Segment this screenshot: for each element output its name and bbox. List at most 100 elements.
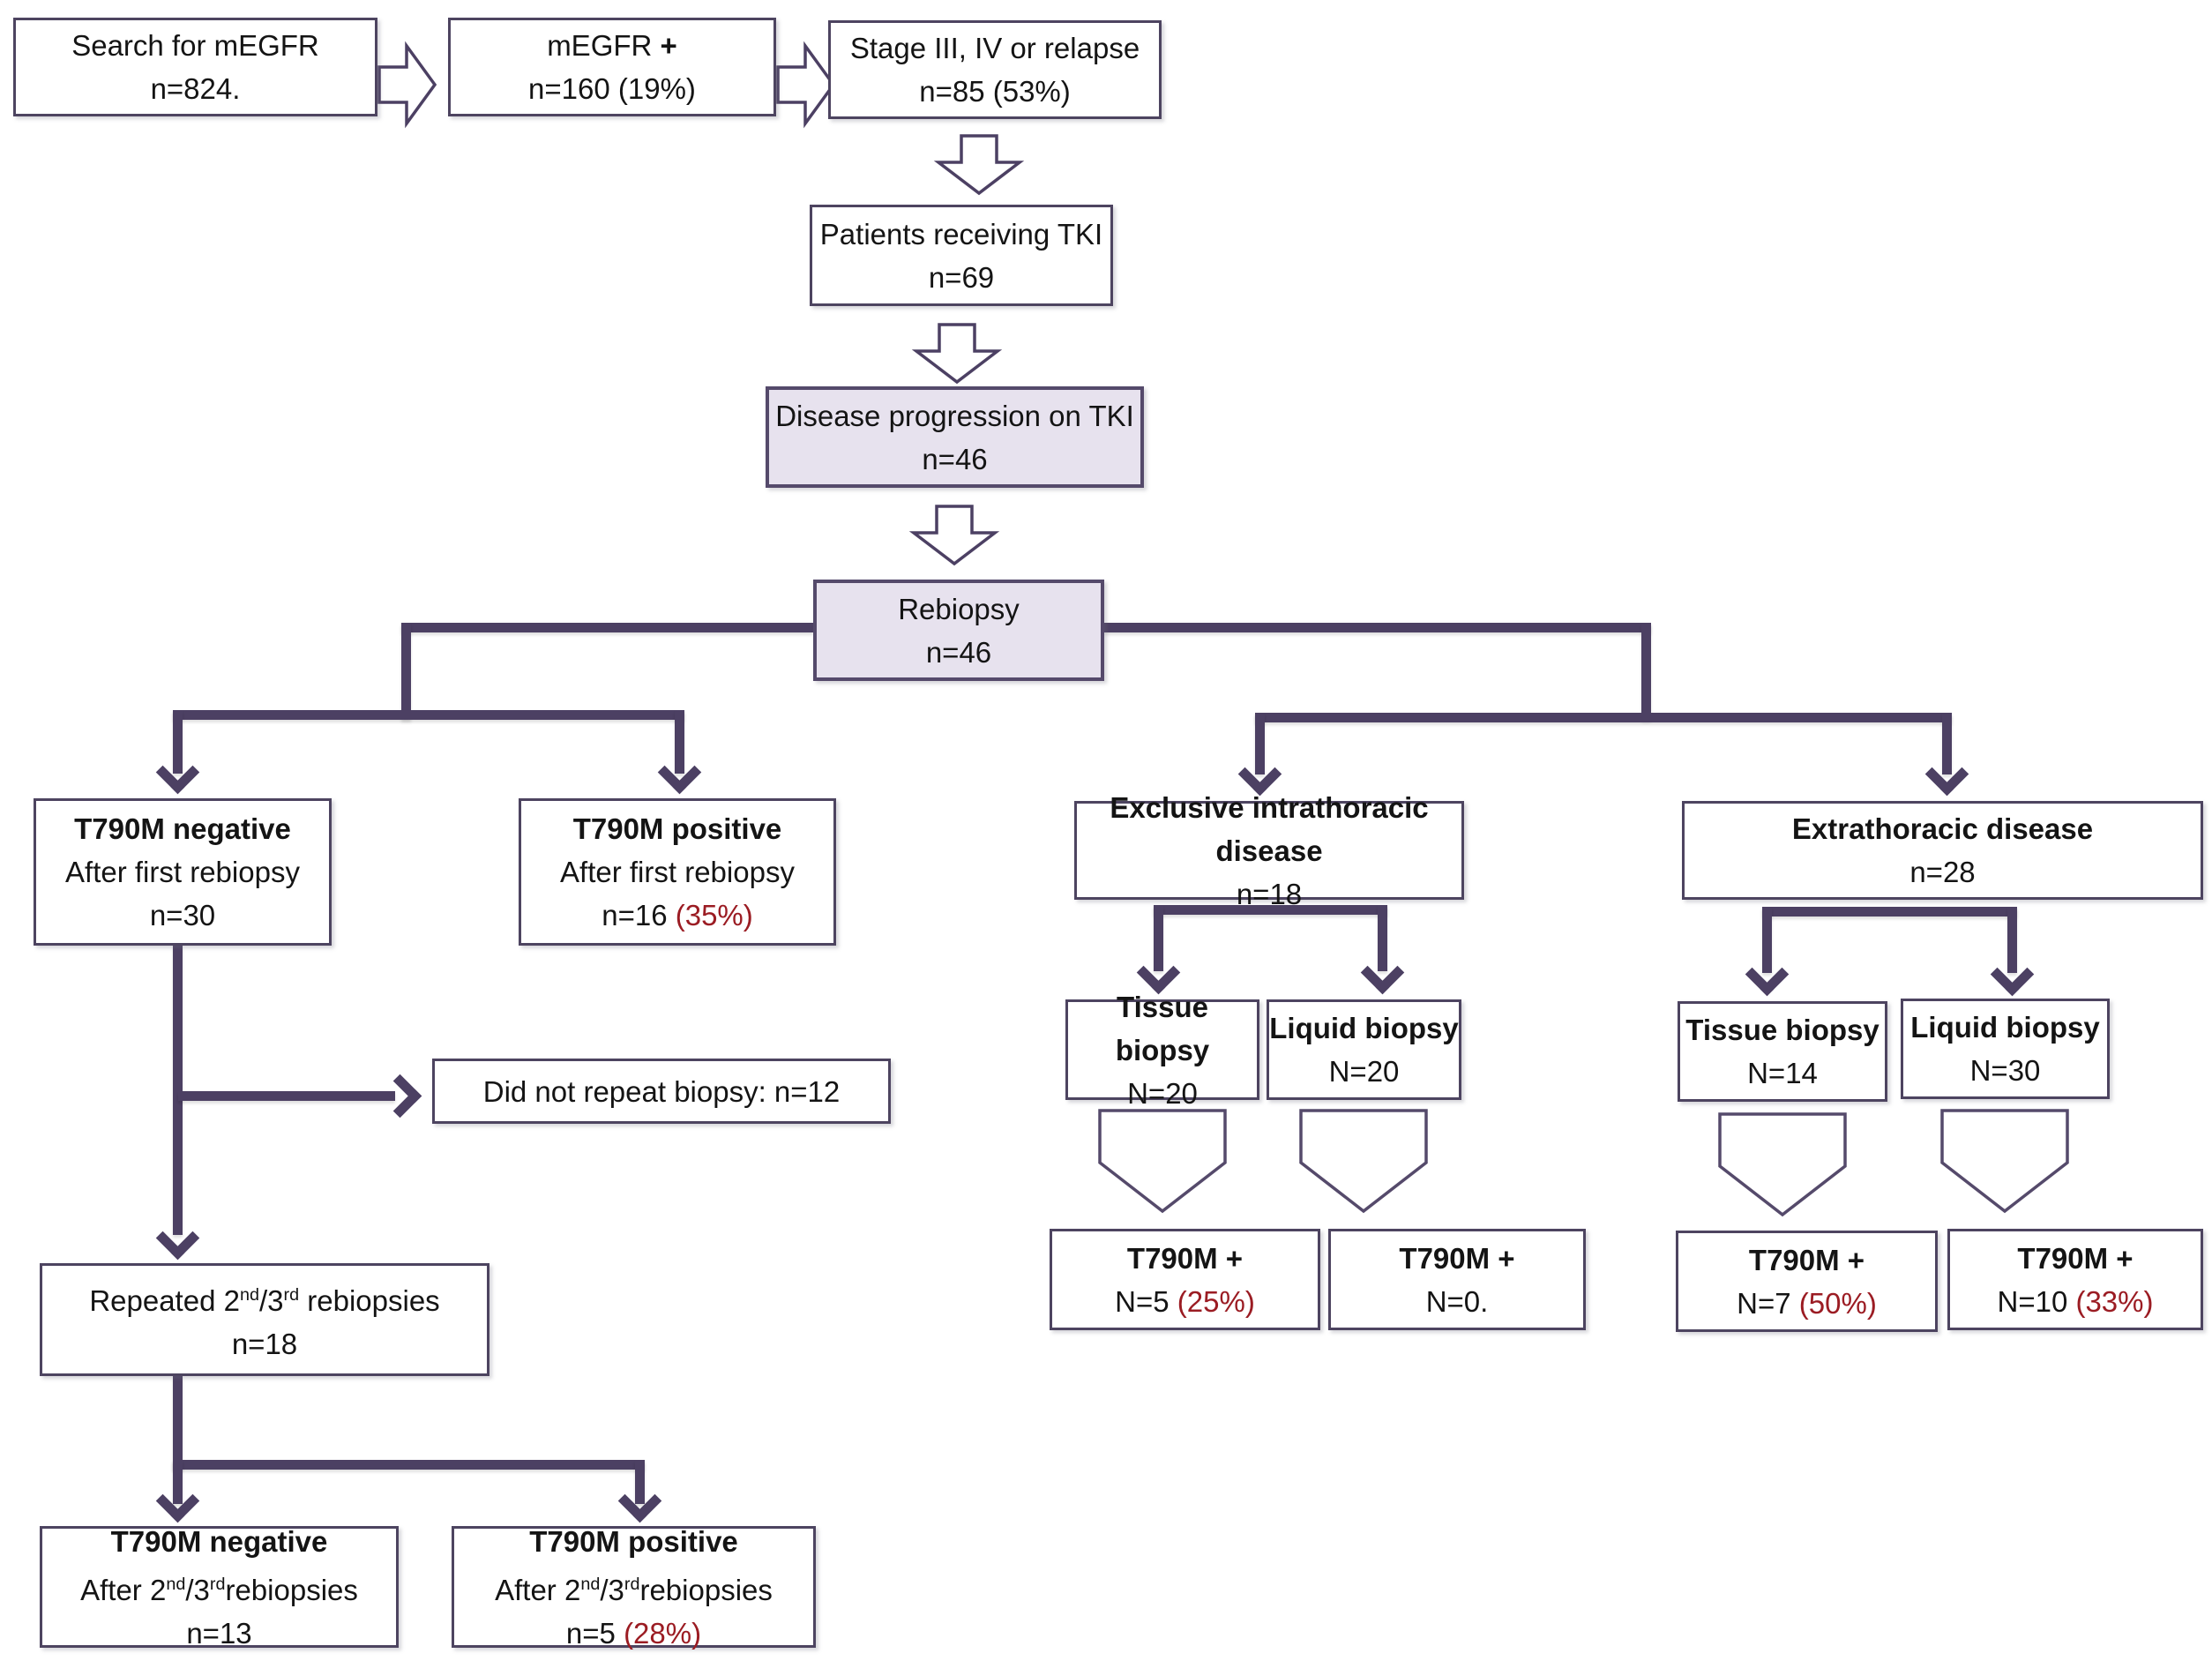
arrowhead-icon [155,1216,200,1261]
node-tissue-biopsy-intrathoracic: Tissue biopsy N=20 [1065,991,1259,1110]
node-t790m-positive-second-rebiopsies: T790M positive After 2nd/3rdrebiopsies n… [452,1525,816,1650]
node-line: N=0. [1425,1284,1489,1318]
node-line: T790M positive [572,812,782,845]
node-line: n=30 [149,899,216,932]
connector-line [173,946,183,1235]
arrowhead-icon [1360,950,1405,995]
node-did-not-repeat-biopsy: Did not repeat biopsy: n=12 [432,1059,891,1124]
connector-line [1378,905,1387,971]
connector-line [173,1460,645,1470]
node-liquid-biopsy-extrathoracic: Liquid biopsy N=30 [1901,999,2110,1099]
pentagon-arrow-icon [1096,1108,1229,1220]
connector-line [2007,907,2017,973]
node-line: T790M + [1748,1243,1865,1276]
node-line: n=69 [928,260,995,294]
node-line: N=7 (50%) [1737,1286,1877,1320]
node-line: n=18 [231,1328,298,1360]
node-line: Disease progression on TKI [775,399,1134,432]
connector-line [675,710,684,774]
connector-line [1942,713,1952,774]
node-line: T790M + [2017,1241,2134,1275]
pentagon-arrow-icon [1716,1111,1849,1223]
node-line: Rebiopsy [898,592,1020,625]
node-line: T790M positive [529,1524,738,1558]
arrowhead-icon [155,1478,200,1523]
node-line: Exclusive intrathoracic disease [1110,790,1429,867]
arrowhead-icon [1924,752,1969,797]
node-line: n=13 [186,1616,252,1650]
node-line: Did not repeat biopsy: n=12 [482,1074,841,1108]
node-t790m-negative-second-rebiopsies: T790M negative After 2nd/3rdrebiopsies n… [40,1525,399,1650]
node-exclusive-intrathoracic-disease: Exclusive intrathoracic disease n=18 [1074,791,1464,910]
connector-line [635,1460,645,1504]
block-arrow-right-icon [776,39,836,135]
node-disease-progression-on-tki: Disease progression on TKI n=46 [766,386,1144,488]
node-line: T790M negative [74,812,291,845]
node-line: Repeated 2nd/3rd rebiopsies [89,1284,440,1317]
node-line: N=20 [1328,1055,1400,1088]
node-line: n=824. [150,72,241,105]
node-line: T790M negative [110,1524,328,1558]
node-line: After first rebiopsy [65,856,300,888]
node-line: n=28 [1909,856,1976,888]
connector-line [1255,713,1952,722]
node-liquid-biopsy-intrathoracic: Liquid biopsy N=20 [1267,999,1461,1100]
connector-line [1641,623,1651,720]
node-t790m-positive-tissue-intrathoracic: T790M + N=5 (25%) [1050,1229,1320,1330]
arrowhead-icon [1990,952,2035,997]
connector-line [1762,907,2017,917]
node-line: n=85 (53%) [919,75,1071,108]
node-line: Tissue biopsy [1115,990,1210,1066]
node-t790m-positive-liquid-intrathoracic: T790M + N=0. [1328,1229,1586,1330]
connector-line [173,710,183,774]
arrowhead-icon [1745,952,1790,997]
node-t790m-positive-liquid-extrathoracic: T790M + N=10 (33%) [1947,1229,2203,1330]
node-line: T790M + [1126,1241,1244,1275]
node-t790m-positive-first-rebiopsy: T790M positive After first rebiopsy n=16… [519,798,836,946]
block-arrow-down-icon [933,134,1025,200]
block-arrow-down-icon [911,323,1003,389]
node-stage-iii-iv-relapse: Stage III, IV or relapse n=85 (53%) [828,20,1162,119]
block-arrow-right-icon [377,39,437,135]
node-t790m-positive-tissue-extrathoracic: T790M + N=7 (50%) [1676,1231,1938,1332]
node-rebiopsy: Rebiopsy n=46 [813,580,1104,681]
pentagon-arrow-icon [1939,1108,2071,1220]
connector-line [173,1376,183,1470]
node-line: N=14 [1747,1057,1818,1089]
node-line: After 2nd/3rdrebiopsies [80,1573,358,1606]
node-line: n=160 (19%) [528,72,696,105]
node-extrathoracic-disease: Extrathoracic disease n=28 [1682,801,2203,900]
connector-line [1154,905,1163,971]
node-line: n=18 [1236,877,1303,910]
node-line: Stage III, IV or relapse [849,32,1140,64]
node-line: n=5 (28%) [565,1616,702,1650]
block-arrow-down-icon [908,505,1000,571]
node-line: Liquid biopsy [1910,1011,2100,1044]
node-line: N=5 (25%) [1115,1284,1255,1318]
node-tissue-biopsy-extrathoracic: Tissue biopsy N=14 [1678,1001,1887,1102]
connector-line [1255,713,1265,774]
node-repeated-rebiopsies: Repeated 2nd/3rd rebiopsies n=18 [40,1263,489,1376]
node-line: n=46 [925,635,992,669]
node-line: mEGFR + [547,29,677,62]
connector-line [1762,907,1772,973]
connector-line [1154,905,1387,915]
node-line: After 2nd/3rdrebiopsies [495,1573,773,1606]
arrowhead-icon [377,1074,422,1119]
node-line: After first rebiopsy [560,856,795,888]
connector-line [401,623,411,720]
node-line: T790M + [1399,1241,1515,1275]
node-line: N=20 [1127,1076,1198,1110]
connector-line [173,710,684,720]
arrowhead-icon [657,750,702,795]
node-line: N=30 [1969,1054,2041,1087]
node-search-for-megfr: Search for mEGFR n=824. [13,18,377,116]
pentagon-arrow-icon [1297,1108,1430,1220]
node-megfr-positive: mEGFR + n=160 (19%) [448,18,776,116]
node-line: Search for mEGFR [71,29,319,62]
connector-line [1104,623,1651,632]
node-line: n=46 [922,442,988,475]
node-line: Liquid biopsy [1269,1012,1459,1044]
connector-line [401,623,813,632]
